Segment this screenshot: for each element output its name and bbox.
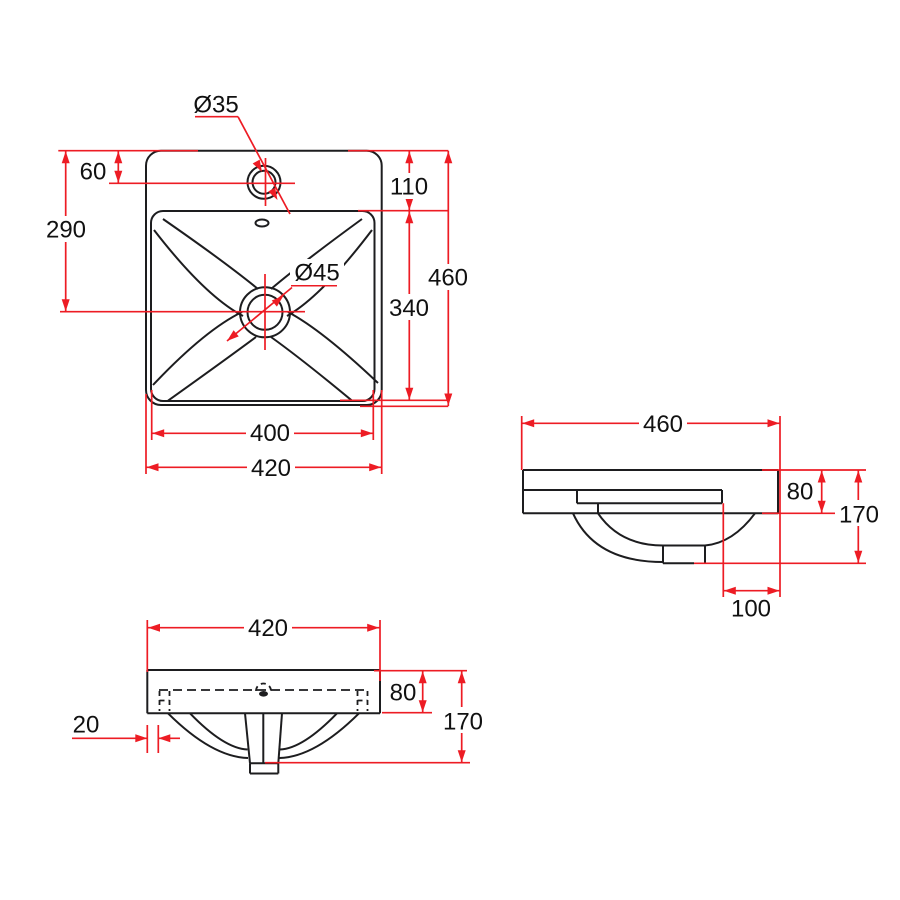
overflow-hole bbox=[254, 218, 270, 228]
arrowhead bbox=[61, 151, 70, 164]
arrowhead bbox=[152, 429, 165, 438]
dim-basin-depth: 340 bbox=[389, 295, 429, 322]
arrowhead bbox=[146, 463, 159, 472]
dimension-arrowheads bbox=[61, 151, 863, 763]
arrowhead bbox=[854, 470, 863, 483]
drain-pipe bbox=[244, 713, 251, 764]
arrowhead bbox=[227, 330, 239, 341]
side-view-geometry bbox=[522, 469, 779, 565]
arrowhead bbox=[405, 151, 414, 164]
arrowhead bbox=[369, 463, 382, 472]
arrowhead bbox=[135, 734, 148, 743]
dim-overall-depth-side: 460 bbox=[643, 411, 683, 438]
dim-overall-width-top: 420 bbox=[251, 455, 291, 482]
arrowhead bbox=[367, 623, 380, 632]
arrowhead bbox=[114, 151, 123, 164]
arrowhead bbox=[444, 393, 453, 406]
bowl-outer-wall bbox=[572, 512, 664, 563]
arrowhead bbox=[444, 151, 453, 164]
plan-view bbox=[58, 115, 450, 474]
arrowhead bbox=[817, 500, 826, 513]
arrowhead bbox=[854, 550, 863, 563]
arrowhead bbox=[61, 299, 70, 312]
side-view-dimensions bbox=[520, 416, 866, 597]
overflow-hidden-arc bbox=[255, 682, 272, 692]
arrowhead bbox=[418, 700, 427, 713]
plan-view-dimensions bbox=[58, 115, 450, 474]
arrowhead bbox=[723, 586, 736, 595]
dim-overall-height-front: 170 bbox=[443, 709, 483, 736]
dim-faucet-offset: 60 bbox=[80, 159, 107, 186]
arrowhead bbox=[268, 187, 278, 200]
side-view bbox=[520, 416, 866, 597]
dim-drain-dia: Ø45 bbox=[294, 260, 339, 287]
dim-rim-to-basin: 110 bbox=[390, 174, 428, 201]
dim-rim-thickness-front: 80 bbox=[390, 680, 417, 707]
front-view-geometry bbox=[146, 669, 381, 775]
arrowhead bbox=[360, 429, 373, 438]
dim-drain-to-edge: 100 bbox=[731, 596, 771, 623]
arrowhead bbox=[405, 198, 414, 211]
dim-overall-depth-top: 460 bbox=[428, 265, 468, 292]
arrowhead bbox=[767, 419, 780, 428]
dimension-labels: Ø35 60 290 110 340 460 Ø45 400 420 460 8… bbox=[42, 92, 883, 739]
plan-view-geometry bbox=[145, 149, 383, 406]
arrowhead bbox=[767, 586, 780, 595]
arrowhead bbox=[457, 671, 466, 684]
arrowhead bbox=[271, 295, 284, 307]
dim-rim-thickness-side: 80 bbox=[787, 479, 814, 506]
arrowhead bbox=[158, 734, 171, 743]
dim-overall-width-front: 420 bbox=[248, 615, 288, 642]
dim-mount-inset: 20 bbox=[73, 712, 100, 739]
front-view-hidden-lines bbox=[158, 682, 369, 711]
dim-faucet-dia: Ø35 bbox=[193, 92, 238, 119]
arrowhead bbox=[522, 419, 535, 428]
arrowhead bbox=[252, 159, 262, 172]
dim-overall-height-side: 170 bbox=[839, 502, 879, 529]
arrowhead bbox=[457, 750, 466, 763]
arrowhead bbox=[405, 211, 414, 224]
arrowhead bbox=[114, 170, 123, 183]
dim-drain-offset: 290 bbox=[46, 217, 86, 244]
dim-basin-width: 400 bbox=[250, 420, 290, 447]
arrowhead bbox=[148, 623, 160, 632]
arrowhead bbox=[418, 671, 427, 684]
arrowhead bbox=[817, 470, 826, 483]
arrowhead bbox=[405, 387, 414, 400]
